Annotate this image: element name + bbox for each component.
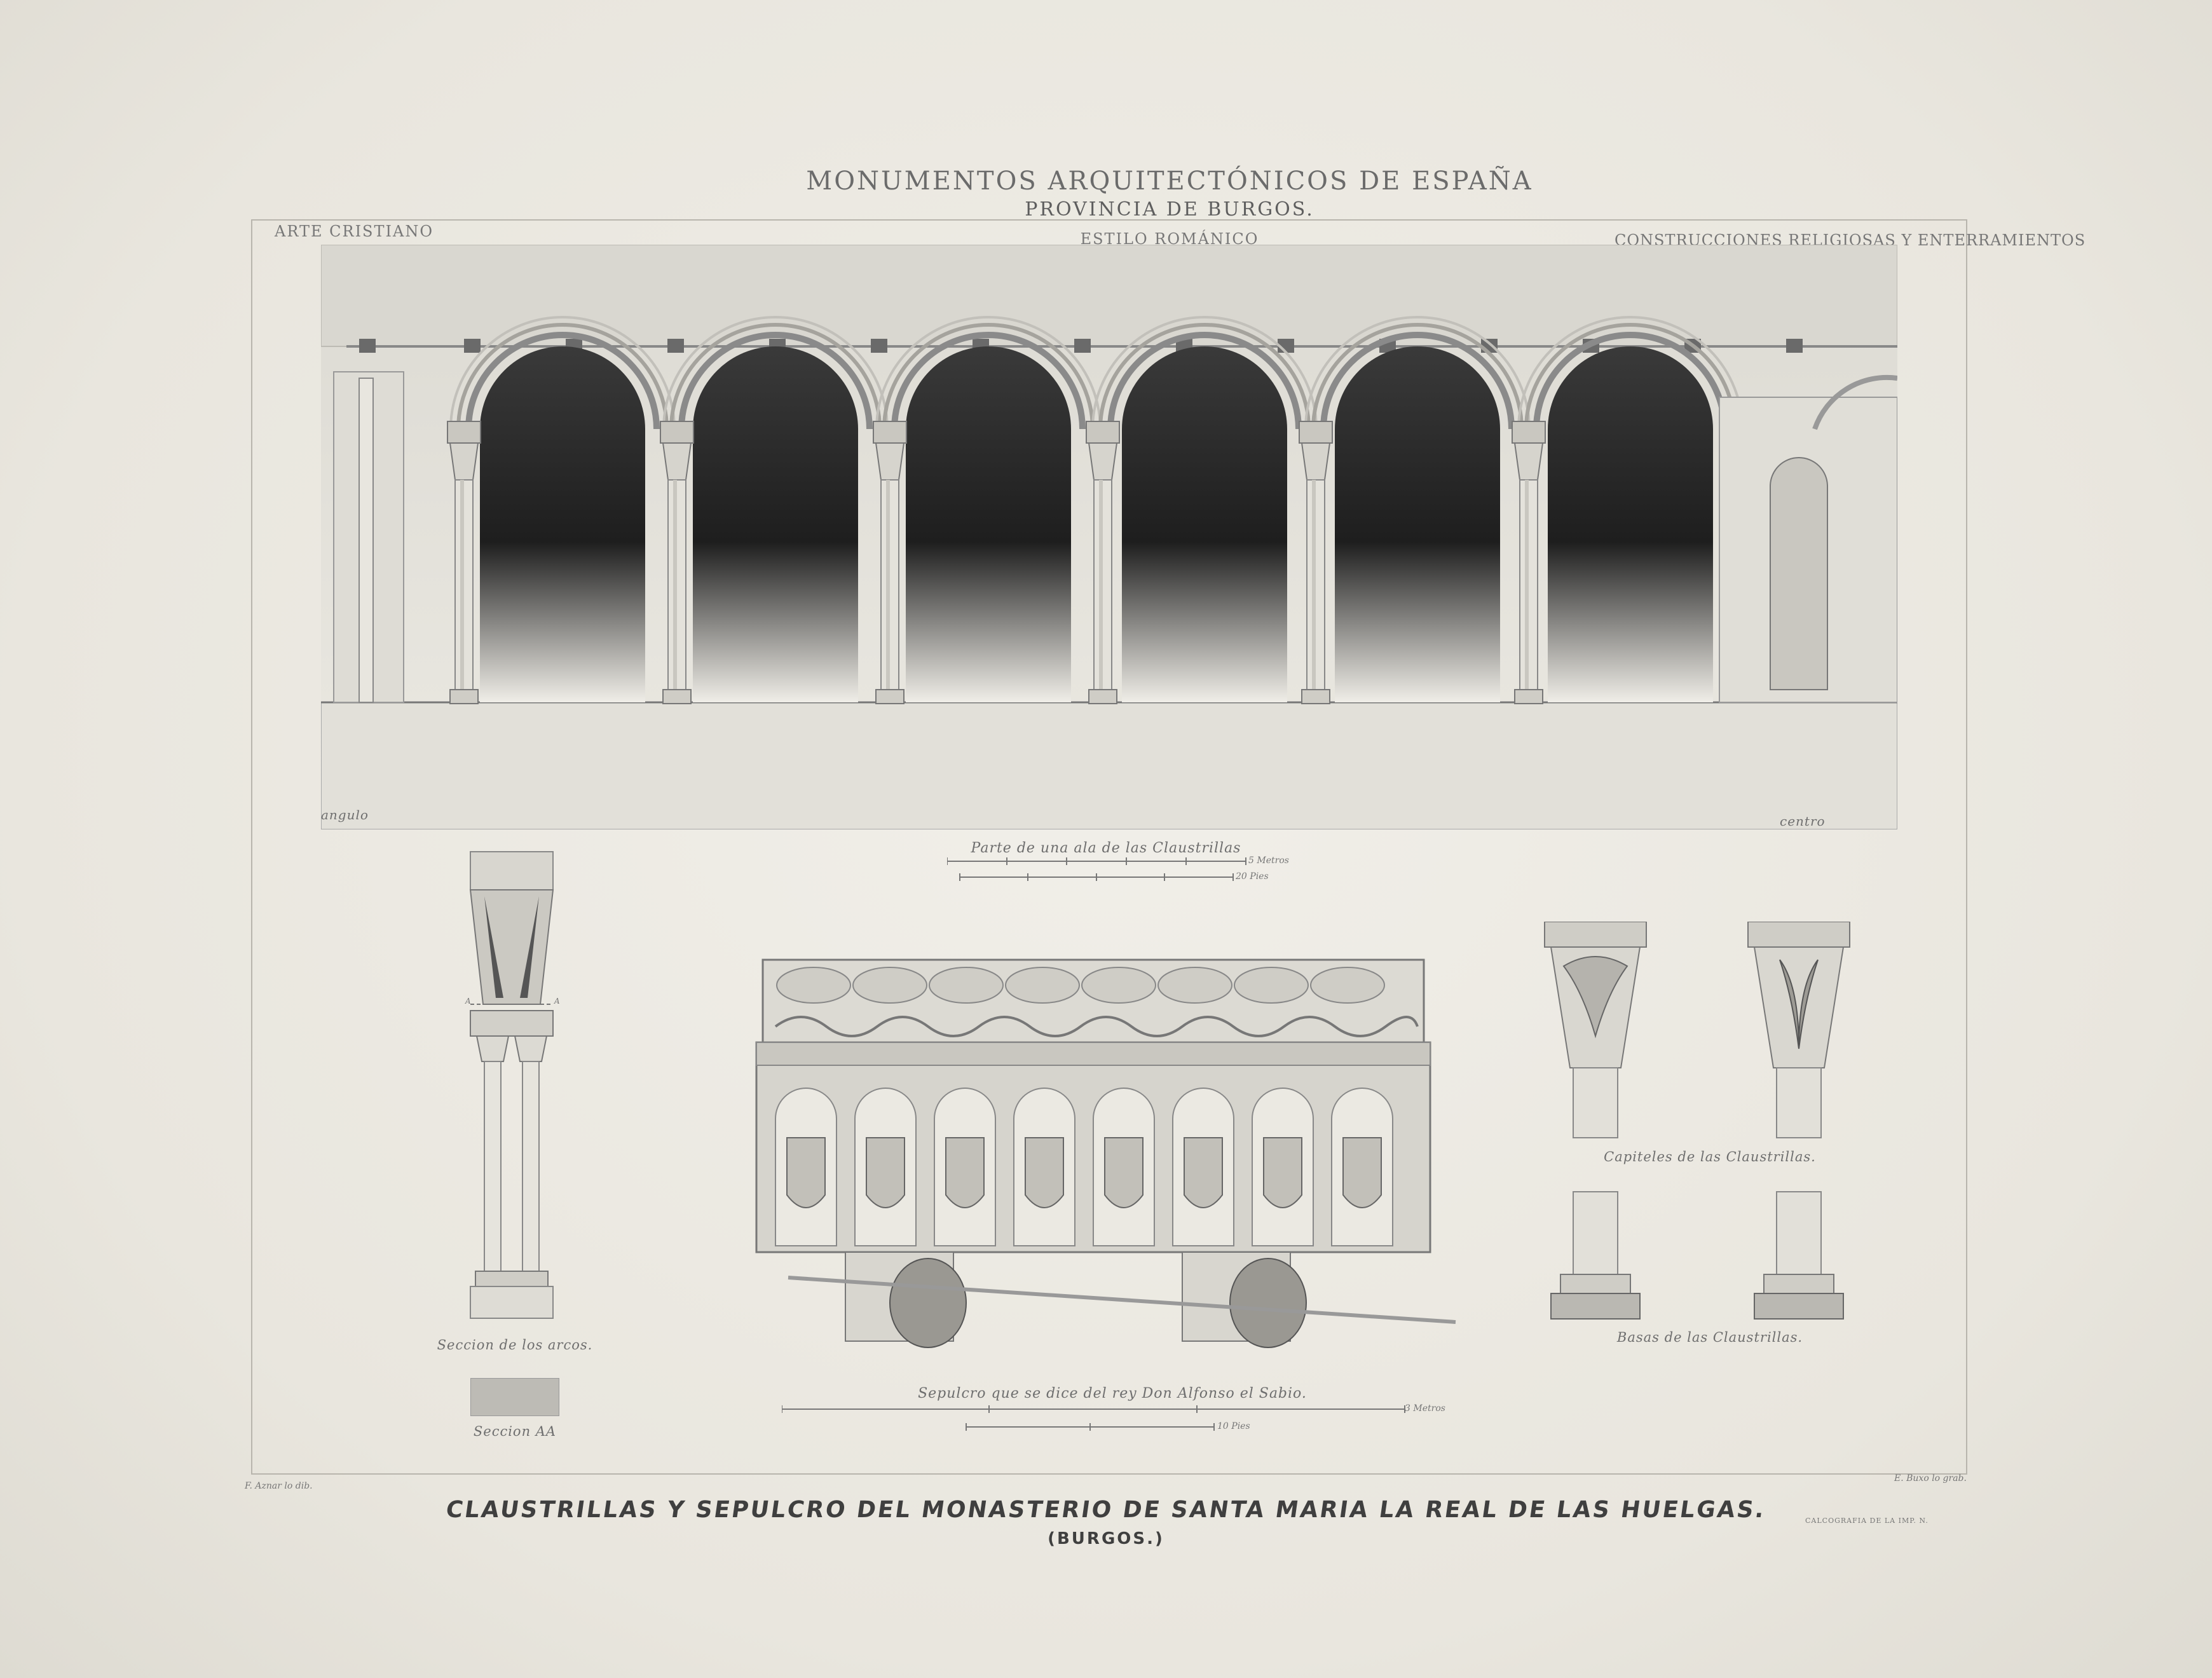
- caption-bases: Basas de las Claustrillas.: [1616, 1330, 1803, 1345]
- section-mark-left: A: [465, 997, 471, 1006]
- plate-title: CLAUSTRILLAS Y SEPULCRO DEL MONASTERIO D…: [444, 1497, 1768, 1523]
- cloister-scale-bar: [947, 857, 1246, 881]
- tomb-scale-pies: 10 Pies: [1217, 1421, 1250, 1431]
- header-left-category: ARTE CRISTIANO: [275, 222, 434, 240]
- caption-section-aa: Seccion AA: [473, 1424, 557, 1439]
- credit-engraver: E. Buxo lo grab.: [1894, 1473, 1967, 1484]
- caption-center: centro: [1780, 814, 1826, 829]
- caption-sepulchre: Sepulcro que se dice del rey Don Alfonso…: [918, 1386, 1307, 1402]
- cloister-scale-pies: 20 Pies: [1236, 871, 1269, 882]
- credit-draftsman: F. Aznar lo dib.: [245, 1481, 313, 1491]
- credit-printer: CALCOGRAFIA DE LA IMP. N.: [1805, 1517, 1929, 1525]
- bases-drawing: [1550, 1191, 1844, 1320]
- header-title: MONUMENTOS ARQUITECTÓNICOS DE ESPAÑA: [806, 167, 1533, 196]
- caption-angle: angulo: [321, 807, 369, 822]
- caption-cloister: Parte de una ala de las Claustrillas: [971, 840, 1241, 856]
- caption-arch-section: Seccion de los arcos.: [437, 1337, 593, 1353]
- cloister-scale-metros: 5 Metros: [1248, 856, 1289, 866]
- arch-section-drawing: [469, 851, 554, 1319]
- section-mark-right: A: [554, 997, 560, 1006]
- tomb-scale-metros: 3 Metros: [1405, 1403, 1445, 1414]
- sepulchre-scale-bar: [782, 1405, 1405, 1431]
- caption-capitals: Capiteles de las Claustrillas.: [1604, 1149, 1816, 1164]
- cloister-arcade-drawing: [321, 245, 1897, 829]
- section-aa-drawing: [470, 1378, 559, 1416]
- plate-subtitle: (BURGOS.): [1048, 1529, 1164, 1548]
- capitals-drawing: [1544, 922, 1850, 1138]
- header-province: PROVINCIA DE BURGOS.: [1025, 198, 1314, 221]
- sepulchre-drawing: [755, 958, 1456, 1348]
- plate-border: [251, 219, 1967, 1475]
